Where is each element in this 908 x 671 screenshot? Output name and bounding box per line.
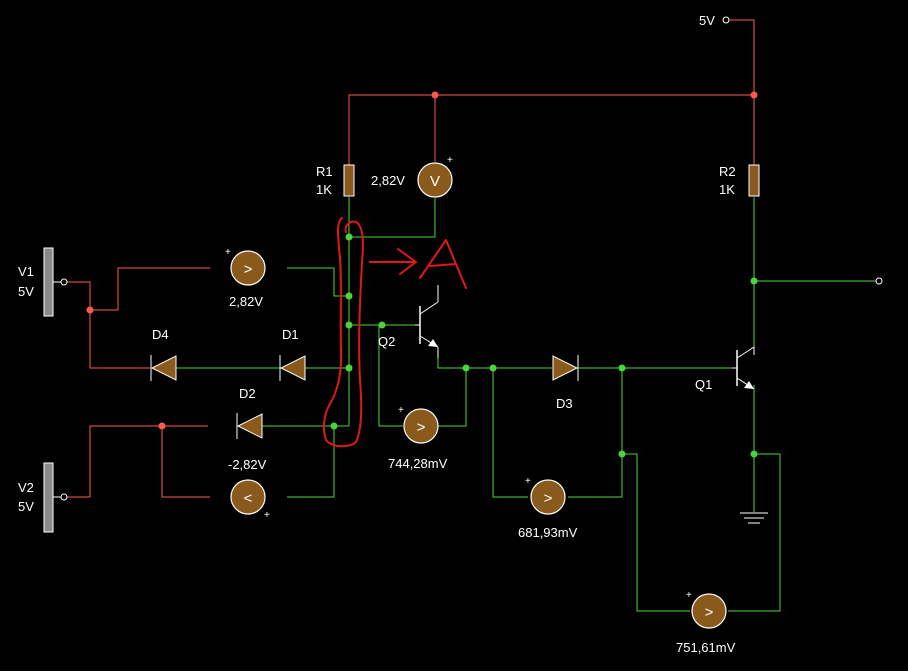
d2-name: D2: [239, 386, 256, 401]
annotation-bracket: [322, 217, 364, 448]
diode-d2[interactable]: D2: [236, 386, 263, 439]
junction-dot: [750, 450, 758, 458]
junctions: [86, 91, 758, 458]
plus-sign: +: [264, 510, 270, 521]
junction-dot: [378, 321, 386, 329]
transistor-q2[interactable]: Q2: [378, 285, 439, 358]
reading-q1: 751,61mV: [676, 640, 736, 655]
r2-name: R2: [719, 164, 736, 179]
d1-name: D1: [282, 327, 299, 342]
r1-name: R1: [316, 164, 333, 179]
v1-terminal[interactable]: [60, 278, 68, 286]
reading-v2: -2,82V: [228, 457, 267, 472]
d4-name: D4: [152, 327, 169, 342]
supply-terminal[interactable]: [722, 16, 730, 24]
ground-symbol: [740, 512, 768, 524]
voltmeter-d3[interactable]: > + 681,93mV: [518, 476, 578, 540]
junction-dot: [489, 364, 497, 372]
voltmeter-q1[interactable]: > + 751,61mV: [676, 590, 736, 655]
junction-dot: [345, 233, 353, 241]
plus-sign: +: [686, 590, 692, 601]
hand-annotation: [322, 217, 467, 448]
wires-low: [175, 197, 876, 612]
annotation-letter-a: [419, 239, 467, 289]
plus-sign: +: [398, 405, 404, 416]
resistor-r1[interactable]: R1 1K: [316, 164, 355, 197]
junction-dot: [462, 364, 470, 372]
diode-d4[interactable]: D4: [150, 327, 177, 381]
voltmeter-v1[interactable]: > + 2,82V: [225, 247, 266, 309]
meter-symbol: >: [417, 419, 426, 436]
transistor-q1[interactable]: Q1: [695, 346, 755, 392]
output-terminal[interactable]: [875, 277, 883, 285]
plus-sign: +: [447, 155, 453, 166]
q1-name: Q1: [695, 377, 712, 392]
junction-dot: [618, 450, 626, 458]
supply-label: 5V: [699, 13, 715, 28]
reading-q2: 744,28mV: [388, 456, 448, 471]
diode-d3[interactable]: D3: [552, 355, 579, 411]
meter-symbol: >: [705, 604, 714, 621]
junction-dot: [750, 91, 758, 99]
voltmeter-symbol: V: [430, 173, 440, 190]
r1-value: 1K: [316, 182, 332, 197]
v1-name: V1: [18, 264, 34, 279]
junction-dot: [431, 91, 439, 99]
r2-value: 1K: [719, 182, 735, 197]
junction-dot: [345, 321, 353, 329]
junction-dot: [158, 422, 166, 430]
d3-name: D3: [556, 396, 573, 411]
v2-name: V2: [18, 480, 34, 495]
voltmeter-q2[interactable]: > + 744,28mV: [388, 405, 448, 471]
resistor-r2[interactable]: R2 1K: [719, 164, 760, 197]
v2-value: 5V: [18, 499, 34, 514]
source-v1[interactable]: V1 5V: [18, 247, 61, 317]
meter-symbol: >: [244, 261, 253, 278]
annotation-arrow: [369, 248, 417, 275]
reading-d3: 681,93mV: [518, 525, 578, 540]
v2-terminal[interactable]: [60, 493, 68, 501]
v1-value: 5V: [18, 284, 34, 299]
plus-sign: +: [225, 247, 231, 258]
junction-dot: [86, 306, 94, 314]
junction-dot: [345, 364, 353, 372]
voltmeter-r1[interactable]: V + 2,82V: [371, 155, 453, 198]
diode-d1[interactable]: D1: [279, 327, 306, 381]
junction-dot: [330, 422, 338, 430]
plus-sign: +: [525, 476, 531, 487]
meter-symbol: <: [244, 490, 253, 507]
reading-r1: 2,82V: [371, 173, 405, 188]
wires-high: [67, 19, 755, 498]
junction-dot: [618, 364, 626, 372]
source-v2[interactable]: V2 5V: [18, 462, 61, 533]
terminals: [60, 16, 883, 501]
reading-v1: 2,82V: [229, 294, 263, 309]
meter-symbol: >: [544, 490, 553, 507]
voltmeter-v2[interactable]: < + -2,82V: [228, 457, 270, 521]
junction-dot: [345, 292, 353, 300]
q2-name: Q2: [378, 334, 395, 349]
junction-dot: [750, 277, 758, 285]
